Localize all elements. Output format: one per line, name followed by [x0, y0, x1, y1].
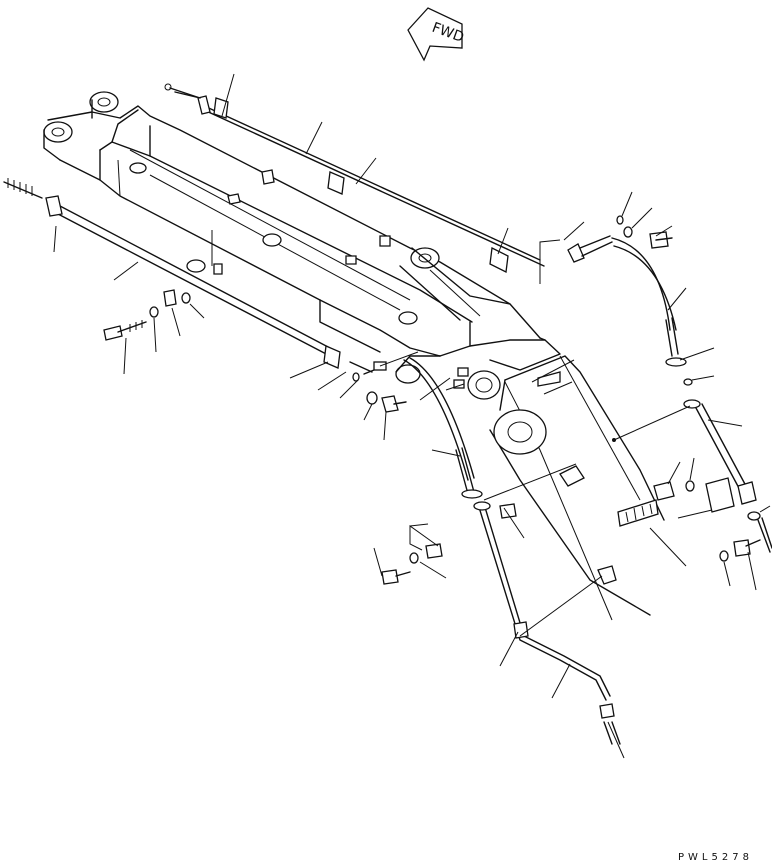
lower-hose-line	[3, 178, 373, 373]
drawing-code: PWL5278	[678, 852, 753, 863]
arm-body	[43, 91, 561, 400]
upper-hose-line	[164, 83, 545, 275]
fastener-set-left	[103, 289, 191, 341]
fastener-set-right	[617, 477, 761, 562]
forward-direction-arrow: FWD	[407, 7, 466, 62]
hose-right	[567, 215, 772, 553]
leader-lines	[53, 73, 771, 759]
clamp-set-center	[381, 503, 517, 585]
lower-boom	[489, 355, 665, 621]
vertical-hose-center	[403, 357, 621, 745]
